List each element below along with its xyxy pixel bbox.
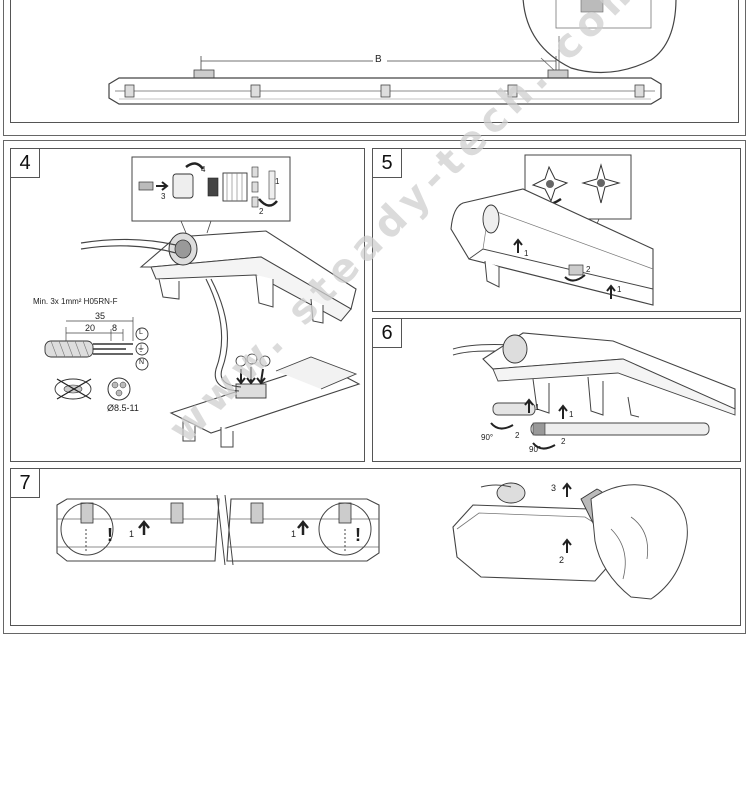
terminal-l-label: L xyxy=(139,329,143,336)
cable-spec-label: Min. 3x 1mm² H05RN-F xyxy=(33,297,118,306)
terminal-pe-label: ⏚ xyxy=(137,344,145,353)
p6-angle-a: 90° xyxy=(481,433,494,442)
p5-num-1b: 1 xyxy=(617,285,622,294)
gland-number-1: 1 xyxy=(275,177,280,186)
p6-num-2b: 2 xyxy=(561,437,566,446)
p7-num-2: 2 xyxy=(559,555,565,565)
p7-num-3: 3 xyxy=(551,483,557,493)
p6-num-1b: 1 xyxy=(569,410,574,419)
dimension-label-b: B xyxy=(375,54,382,65)
opening-drawing xyxy=(450,154,654,306)
panel-step-7: 7 xyxy=(10,468,741,626)
p6-angle-b: 90° xyxy=(529,445,542,454)
terminal-n-label: N xyxy=(139,359,145,366)
strip-length-b: 8 xyxy=(112,323,118,333)
gland-number-2: 2 xyxy=(259,207,264,216)
top-panel-drawing xyxy=(108,0,677,105)
step-number-4: 4 xyxy=(11,149,40,178)
step-number-5: 5 xyxy=(373,149,402,178)
p6-num-2a: 2 xyxy=(515,431,520,440)
strip-length-a: 20 xyxy=(85,323,96,333)
diffuser-drawing xyxy=(56,482,688,600)
p7-num-1a: 1 xyxy=(129,529,135,539)
p5-num-1a: 1 xyxy=(524,249,529,258)
p6-num-1a: 1 xyxy=(535,403,540,412)
gland-number-4: 4 xyxy=(201,165,206,174)
gland-number-3: 3 xyxy=(161,192,166,201)
panel-step-6: 6 1 1 2 2 90° 90° xyxy=(372,318,741,462)
cable-diameter-label: Ø8.5-11 xyxy=(107,403,139,413)
panel-step-4: 4 xyxy=(10,148,365,462)
p5-num-2: 2 xyxy=(586,265,591,274)
p7-warning-left: ! xyxy=(107,525,113,545)
step-number-6: 6 xyxy=(373,319,402,348)
steps-frame xyxy=(3,140,746,634)
strip-length-total: 35 xyxy=(95,311,106,321)
top-panel-frame xyxy=(3,0,746,136)
tube-drawing xyxy=(452,332,736,450)
panel-step-5: 5 1 2 1 xyxy=(372,148,741,312)
p7-warning-right: ! xyxy=(355,525,361,545)
p7-num-1b: 1 xyxy=(291,529,297,539)
step-number-7: 7 xyxy=(11,469,40,498)
wiring-drawing xyxy=(44,156,361,448)
top-panel: B xyxy=(10,0,739,123)
